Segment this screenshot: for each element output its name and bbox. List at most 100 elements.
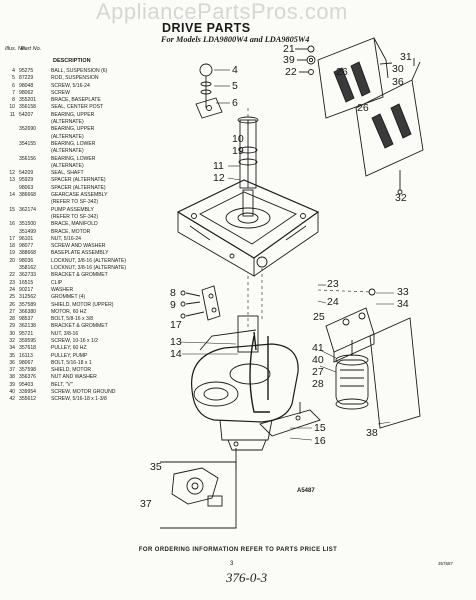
- callout-16: 16: [314, 435, 326, 447]
- illus-no-cell: 15: [9, 206, 15, 213]
- callout-33: 33: [397, 286, 409, 298]
- callout-39: 39: [283, 54, 295, 66]
- description-cell: SPACER (ALTERNATE): [51, 177, 106, 184]
- part-no-cell: 362138: [19, 323, 36, 330]
- part-no-cell: 54209: [19, 170, 34, 177]
- description-cell: LOCKNUT, 3/8-16 (ALTERNATE): [51, 265, 127, 272]
- illus-no-cell: 34: [9, 345, 15, 352]
- center-post-drawing: [237, 116, 259, 217]
- illus-no-cell: 36: [9, 359, 15, 366]
- part-no-cell: 98067: [19, 359, 34, 366]
- part-no-cell: 98537: [19, 316, 34, 323]
- part-no-cell: 98048: [19, 82, 34, 89]
- illus-no-cell: 23: [9, 279, 15, 286]
- description-cell: LOCKNUT, 3/8-16 (ALTERNATE): [51, 257, 127, 264]
- description-cell: BRACKET & GROMMET: [51, 323, 108, 330]
- callout-12: 12: [213, 172, 225, 184]
- illus-no-cell: 26: [9, 301, 15, 308]
- handwritten-code: 376-0-3: [226, 570, 268, 585]
- page-subtitle: For Models LDA9800W4 and LDA9805W4: [161, 35, 310, 44]
- callout-9: 9: [170, 299, 176, 311]
- description-cell: NUT, 3/8-16: [51, 330, 79, 337]
- illus-no-cell: 28: [9, 316, 15, 323]
- callout-11: 11: [213, 160, 224, 172]
- callout-35: 35: [150, 461, 162, 473]
- illus-no-cell: 27: [9, 308, 15, 315]
- description-cell: BEARING, LOWER: [51, 140, 96, 147]
- callout-17: 17: [170, 319, 182, 331]
- part-no-cell: 312562: [19, 294, 36, 301]
- part-no-cell: 351500: [19, 221, 36, 228]
- callout-27: 27: [312, 366, 324, 378]
- description-cell: SCREW: [51, 89, 70, 96]
- description-cell: SCREW, 10-16 x 1/2: [51, 337, 98, 344]
- description-cell: BRACKET & GROMMET: [51, 272, 108, 279]
- callout-38: 38: [366, 427, 378, 439]
- part-no-cell: 95275: [19, 68, 34, 74]
- illus-no-cell: 10: [9, 104, 15, 111]
- description-cell: SHIELD, MOTOR (UPPER): [51, 301, 114, 308]
- part-no-cell: 90217: [19, 286, 34, 293]
- callout-13: 13: [170, 336, 182, 348]
- part-no-cell: 339954: [19, 389, 36, 396]
- watermark: AppliancePartsPros.com: [96, 0, 348, 24]
- description-cell: (ALTERNATE): [51, 162, 84, 169]
- description-cell: BRACE, BASEPLATE: [51, 97, 101, 104]
- description-cell: WASHER: [51, 286, 74, 293]
- illus-no-cell: 17: [9, 235, 15, 242]
- callout-19: 19: [232, 145, 244, 157]
- description-cell: (ALTERNATE): [51, 119, 84, 126]
- header-illus-no: Illus. No.: [5, 46, 27, 52]
- description-cell: GROMMET (4): [51, 294, 86, 301]
- description-cell: SCREW, 5/16-18 x 1-3/8: [51, 396, 107, 403]
- illus-no-cell: 7: [12, 89, 15, 96]
- illus-no-cell: 18: [9, 243, 15, 250]
- description-cell: BEARING, UPPER: [51, 126, 95, 133]
- part-no-cell: 351499: [19, 228, 36, 235]
- illus-no-cell: 14: [9, 192, 15, 199]
- part-no-cell: 95721: [19, 330, 34, 337]
- description-cell: SCREW AND WASHER: [51, 243, 106, 250]
- description-cell: SPACER (ALTERNATE): [51, 184, 106, 191]
- part-no-cell: 358162: [19, 265, 36, 272]
- description-cell: BASEPLATE ASSEMBLY: [51, 250, 109, 257]
- page-number: 3: [230, 561, 234, 567]
- part-no-cell: 356156: [19, 155, 36, 162]
- header-part-no: Part No.: [21, 46, 42, 52]
- part-no-cell: 96101: [19, 235, 34, 242]
- description-cell: (ALTERNATE): [51, 133, 84, 140]
- callout-26-upper: 26: [336, 66, 348, 78]
- callout-8: 8: [170, 287, 176, 299]
- callout-21: 21: [283, 43, 295, 55]
- manifold-brace-drawing: [180, 285, 221, 321]
- callout-6: 6: [232, 97, 238, 109]
- description-cell: BALL, SUSPENSION (6): [51, 68, 108, 74]
- illus-no-cell: 11: [9, 111, 15, 118]
- description-cell: BOLT, 5/16-18 x 1: [51, 359, 92, 366]
- callout-31: 31: [400, 51, 412, 63]
- motor-drawing: [335, 340, 369, 410]
- part-no-cell: 357598: [19, 367, 36, 374]
- parts-table-row: (ALTERNATE): [5, 148, 155, 155]
- parts-table-row: (ALTERNATE): [5, 163, 155, 170]
- pump-brace-drawing: [259, 402, 321, 437]
